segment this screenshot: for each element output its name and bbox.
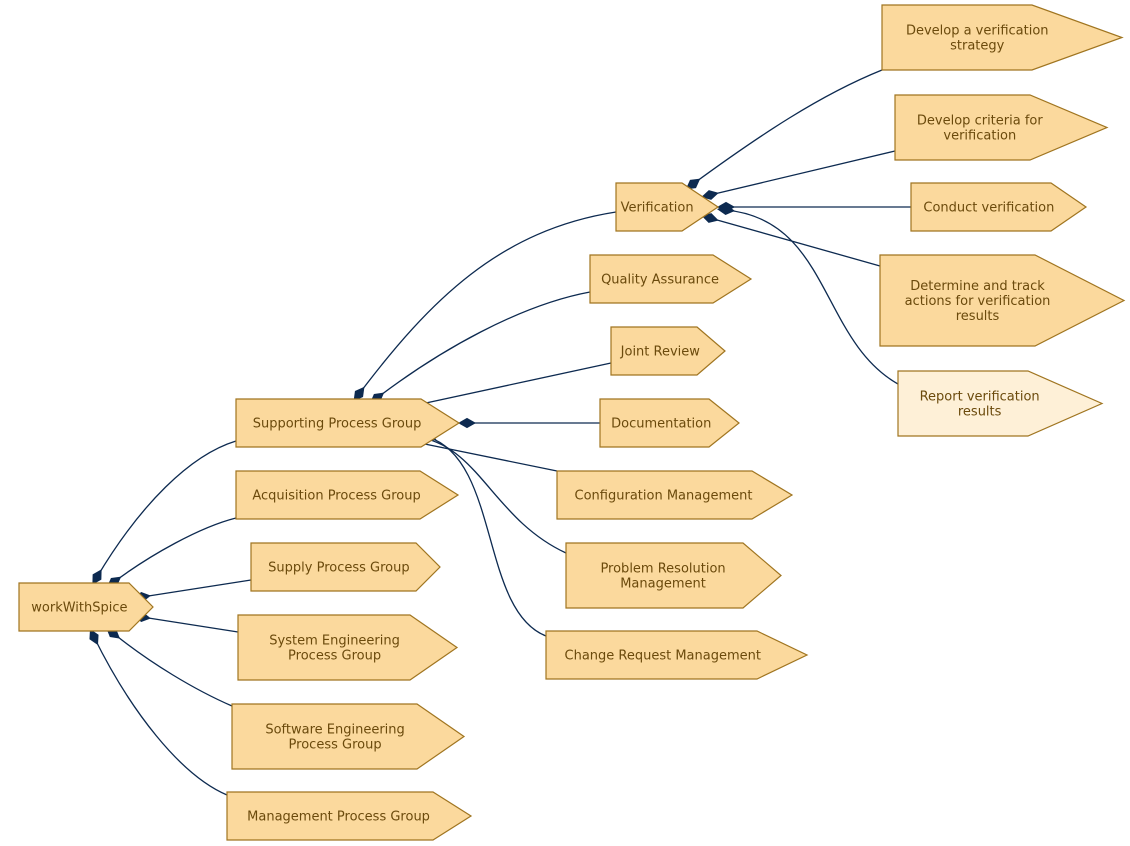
node-label: verification bbox=[943, 129, 1016, 144]
edge-supporting-to-config bbox=[409, 440, 558, 472]
node-label: System Engineering bbox=[269, 634, 400, 649]
composition-diamond-icon bbox=[89, 628, 99, 646]
edge-workWithSpice-to-supply bbox=[141, 579, 252, 598]
edge-verification-to-report bbox=[725, 209, 899, 385]
node-shape bbox=[545, 630, 809, 680]
node-label: Supporting Process Group bbox=[253, 417, 422, 432]
node-shape bbox=[897, 370, 1104, 437]
node-shape bbox=[894, 94, 1109, 161]
edge-supporting-to-joint bbox=[411, 362, 612, 407]
node-label: actions for verification bbox=[905, 294, 1051, 309]
node-documentation[interactable]: Documentation bbox=[599, 398, 740, 448]
node-shape bbox=[235, 470, 460, 520]
node-shape bbox=[879, 254, 1126, 347]
composition-diamond-icon bbox=[457, 417, 477, 429]
composition-diamond-icon bbox=[92, 569, 102, 585]
node-qa[interactable]: Quality Assurance bbox=[589, 254, 753, 304]
node-shape bbox=[250, 542, 441, 592]
node-shape bbox=[610, 326, 726, 376]
node-label: Software Engineering bbox=[265, 723, 404, 738]
edge-supporting-to-problem bbox=[422, 437, 567, 554]
node-label: Configuration Management bbox=[575, 489, 753, 504]
node-label: workWithSpice bbox=[31, 601, 127, 616]
node-config[interactable]: Configuration Management bbox=[556, 470, 794, 520]
edge-workWithSpice-to-system bbox=[141, 616, 239, 633]
node-verification[interactable]: Verification bbox=[615, 182, 720, 232]
node-label: Management bbox=[620, 577, 706, 592]
node-shape bbox=[881, 4, 1124, 71]
edges-layer bbox=[89, 69, 911, 796]
node-shape bbox=[556, 470, 794, 520]
node-label: Joint Review bbox=[620, 345, 701, 360]
node-label: Quality Assurance bbox=[601, 273, 719, 288]
composition-diamond-icon bbox=[701, 213, 719, 223]
node-label: Change Request Management bbox=[565, 649, 761, 664]
node-acquisition[interactable]: Acquisition Process Group bbox=[235, 470, 460, 520]
composition-diamond-icon bbox=[685, 178, 701, 190]
node-shape bbox=[910, 182, 1088, 232]
node-shape bbox=[231, 703, 466, 770]
edge-verification-to-criteria bbox=[709, 150, 896, 196]
edge-verification-to-strategy bbox=[692, 69, 883, 185]
node-label: Acquisition Process Group bbox=[252, 489, 420, 504]
node-shape bbox=[18, 582, 154, 632]
node-label: Conduct verification bbox=[923, 201, 1054, 216]
node-label: results bbox=[956, 309, 1000, 324]
edge-supporting-to-change bbox=[427, 436, 547, 637]
edge-workWithSpice-to-software bbox=[112, 632, 233, 707]
composition-diamond-icon bbox=[353, 386, 365, 402]
node-label: Problem Resolution bbox=[600, 562, 725, 577]
composition-diamond-icon bbox=[701, 190, 719, 200]
node-label: Report verification bbox=[920, 390, 1040, 405]
node-label: Management Process Group bbox=[247, 810, 430, 825]
node-label: Determine and track bbox=[910, 279, 1045, 294]
composition-diamond-icon bbox=[717, 204, 735, 216]
node-label: Process Group bbox=[289, 738, 382, 753]
node-supporting[interactable]: Supporting Process Group bbox=[235, 398, 461, 448]
node-label: Develop a verification bbox=[906, 24, 1049, 39]
nodes-layer: workWithSpice Supporting Process GroupAcq… bbox=[18, 4, 1126, 841]
node-change[interactable]: Change Request Management bbox=[545, 630, 809, 680]
node-shape bbox=[589, 254, 753, 304]
node-shape bbox=[615, 182, 720, 232]
node-management[interactable]: Management Process Group bbox=[226, 791, 473, 841]
node-shape bbox=[237, 614, 459, 681]
node-label: Process Group bbox=[288, 649, 381, 664]
edge-workWithSpice-to-management bbox=[93, 636, 228, 796]
node-joint[interactable]: Joint Review bbox=[610, 326, 726, 376]
edge-workWithSpice-to-acquisition bbox=[113, 517, 237, 583]
node-workWithSpice[interactable]: workWithSpice bbox=[18, 582, 154, 632]
edge-supporting-to-verification bbox=[358, 211, 617, 395]
edge-workWithSpice-to-supporting bbox=[96, 440, 237, 578]
node-shape bbox=[599, 398, 740, 448]
node-label: Documentation bbox=[611, 417, 711, 432]
node-supply[interactable]: Supply Process Group bbox=[250, 542, 441, 592]
node-shape bbox=[235, 398, 461, 448]
edge-supporting-to-qa bbox=[376, 291, 591, 399]
node-label: Develop criteria for bbox=[917, 114, 1043, 129]
node-shape bbox=[226, 791, 473, 841]
node-label: Supply Process Group bbox=[268, 561, 409, 576]
node-shape bbox=[565, 542, 782, 609]
node-label: Verification bbox=[621, 201, 694, 216]
node-conduct[interactable]: Conduct verification bbox=[910, 182, 1088, 232]
edge-verification-to-determine bbox=[709, 217, 881, 267]
node-label: results bbox=[958, 405, 1002, 420]
node-label: strategy bbox=[950, 39, 1005, 54]
